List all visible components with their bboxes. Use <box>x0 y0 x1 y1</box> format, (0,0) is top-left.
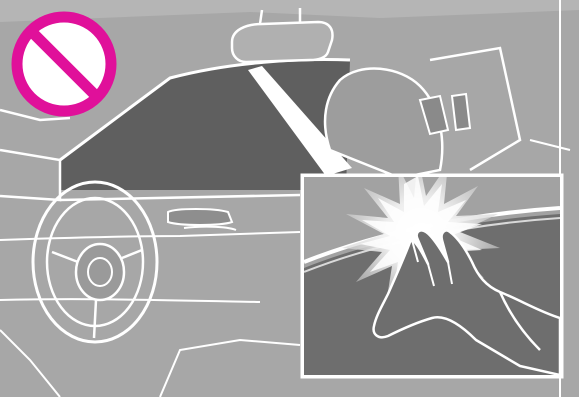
door-handle <box>168 209 232 225</box>
rearview-mirror <box>232 22 332 62</box>
detail-inset <box>302 156 562 377</box>
prohibition-icon <box>17 17 111 111</box>
